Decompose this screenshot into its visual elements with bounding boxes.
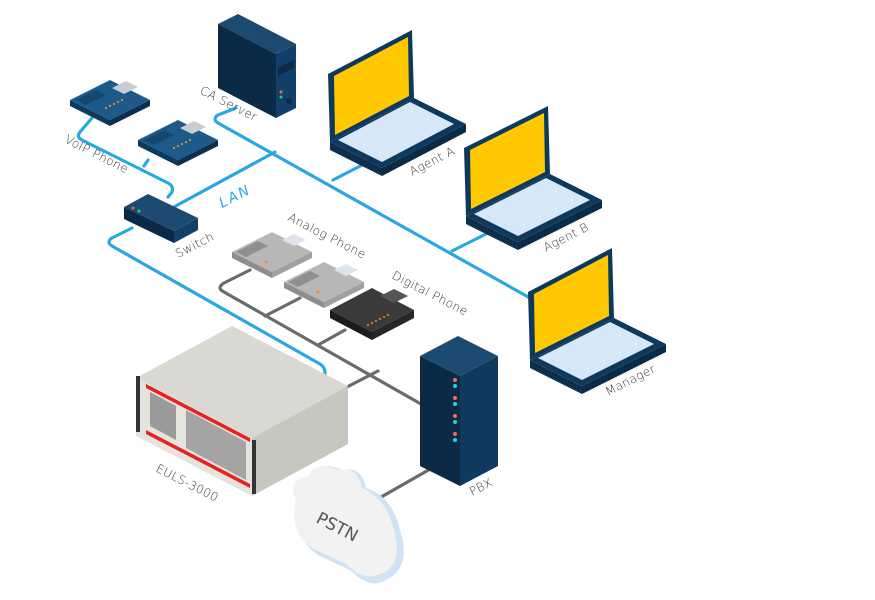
edge-agentB <box>450 230 492 253</box>
laptop-screen <box>334 37 409 135</box>
keyboard <box>338 102 454 162</box>
digital-phone[interactable] <box>330 288 414 340</box>
pbx-server[interactable] <box>420 336 498 486</box>
analog-phone-2[interactable] <box>284 262 364 308</box>
edge-pbx-pstn <box>374 466 434 502</box>
edge-voip2-switch <box>142 158 150 168</box>
led-icon <box>279 90 283 94</box>
voip-phone-2[interactable] <box>138 120 218 166</box>
laptop-agent-b[interactable] <box>464 106 602 250</box>
ca-server-side <box>218 24 276 118</box>
laptop-manager[interactable] <box>528 248 666 394</box>
label-voip-phone: VoIP Phone <box>63 132 131 176</box>
edge-voip1-switch <box>76 116 175 199</box>
edge-switch-backbone <box>170 150 277 210</box>
lan-connections <box>76 106 532 380</box>
keyboard <box>474 178 590 236</box>
edge-analog2-pbx <box>263 296 302 318</box>
analog-phone-1[interactable] <box>232 232 312 278</box>
euls-3000[interactable] <box>136 326 348 496</box>
telephony-connections <box>218 268 434 502</box>
keyboard <box>538 322 654 380</box>
laptop-screen <box>534 255 609 353</box>
edge-switch-euls <box>107 226 327 380</box>
ca-server[interactable] <box>218 14 296 118</box>
network-switch[interactable] <box>124 194 198 243</box>
pstn-cloud[interactable] <box>292 466 404 584</box>
led-icon <box>279 95 283 99</box>
euls-top <box>136 326 348 438</box>
laptop-agent-a[interactable] <box>328 30 466 176</box>
led-icon <box>131 206 135 210</box>
edge-euls-pbx <box>343 369 380 390</box>
euls-side <box>252 386 348 496</box>
laptop-screen <box>470 113 545 209</box>
label-lan: LAN <box>217 182 254 212</box>
led-icon <box>137 209 141 213</box>
ca-server-front <box>276 44 296 118</box>
edge-digital-pbx <box>316 328 347 347</box>
ca-server-top <box>218 14 296 54</box>
edge-analog1-pbx <box>218 268 430 410</box>
voip-phone-1[interactable] <box>70 80 150 126</box>
edge-ca-backbone <box>213 106 532 300</box>
